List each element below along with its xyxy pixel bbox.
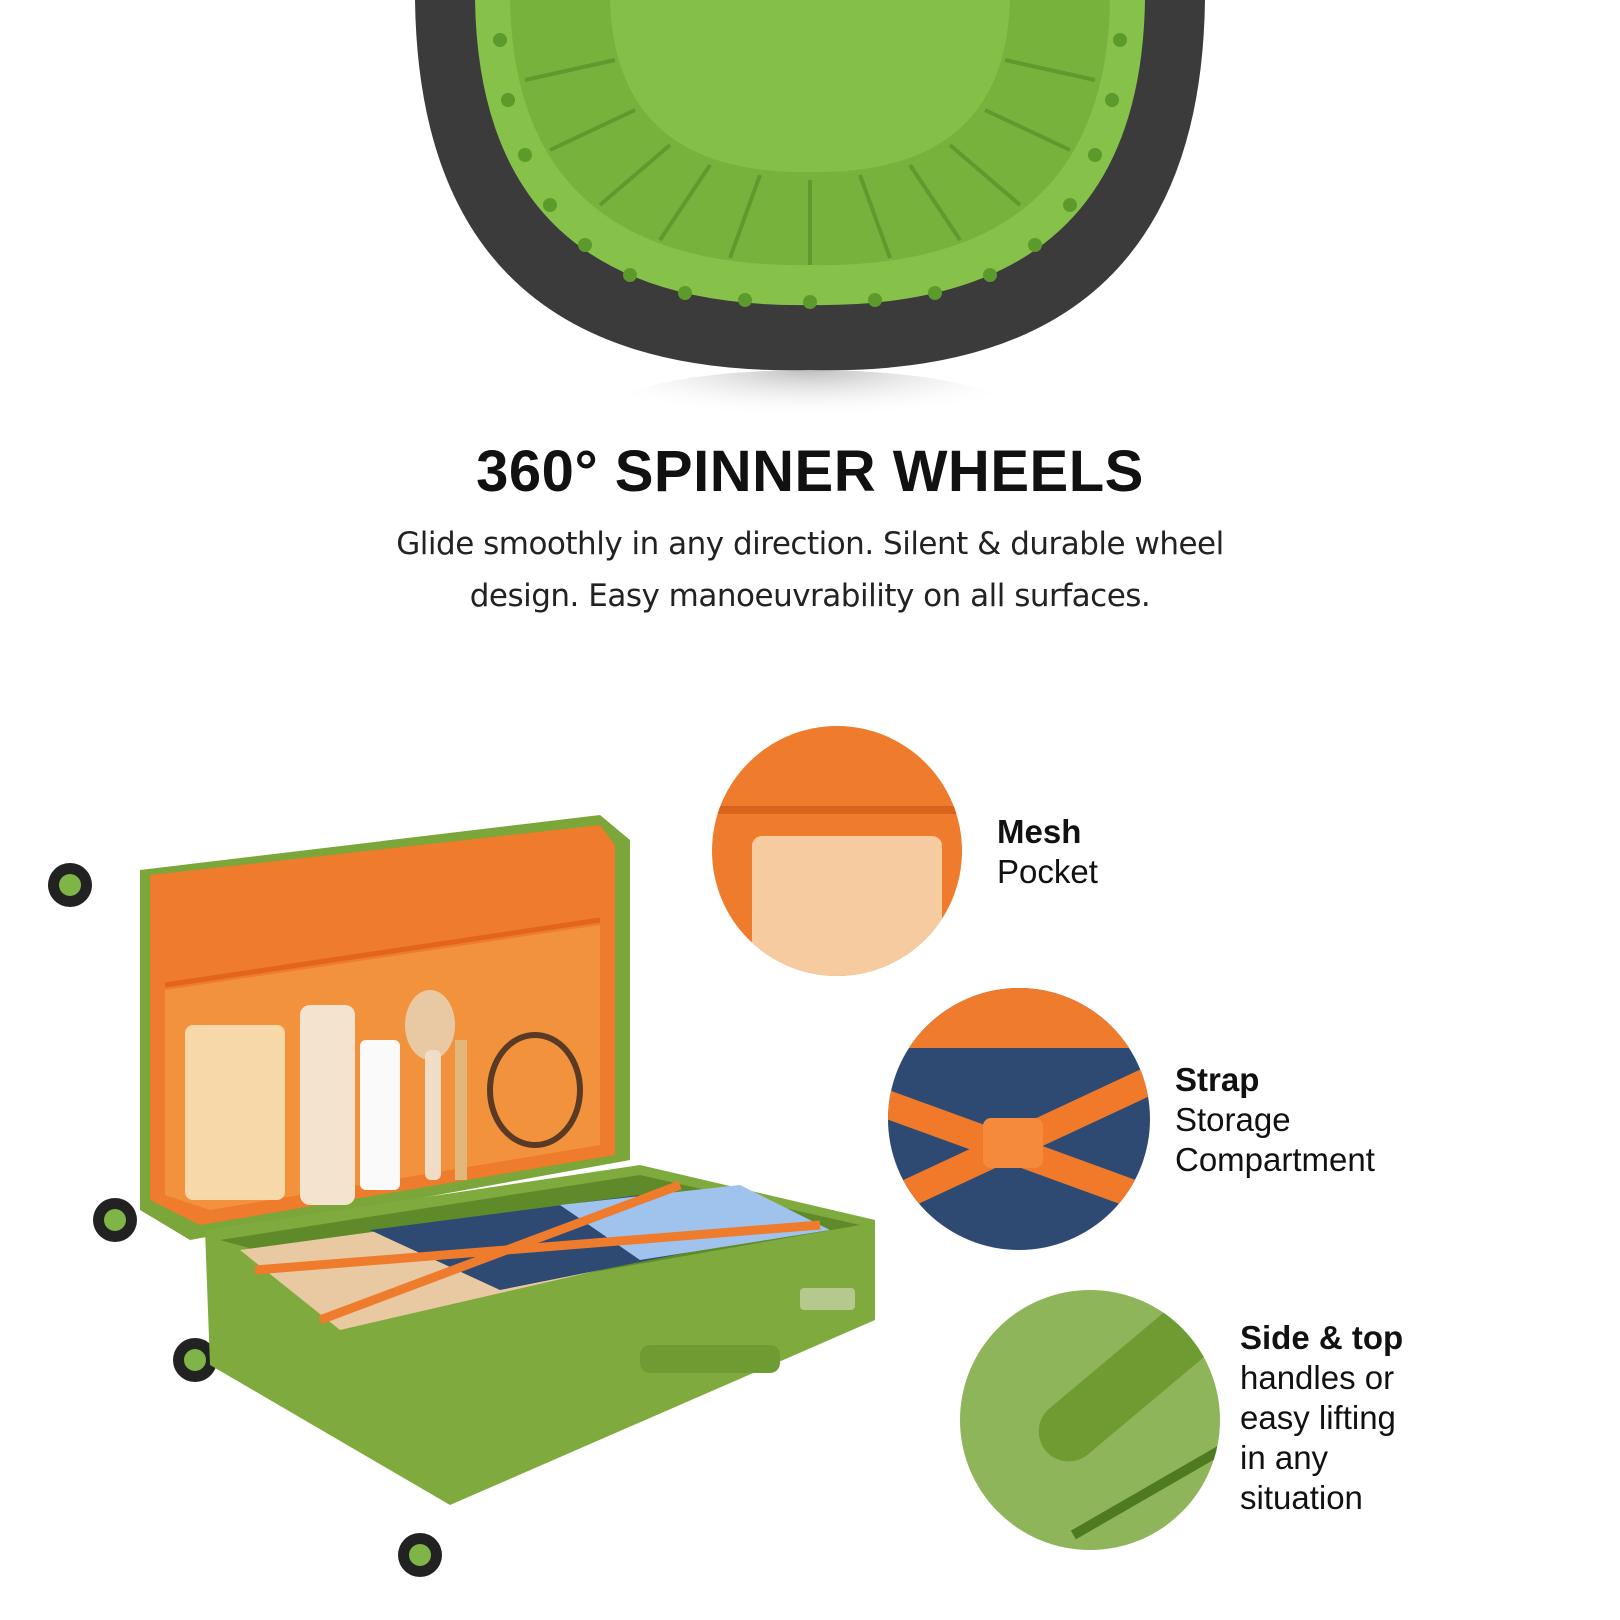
section-subtitle: Glide smoothly in any direction. Silent … [300,518,1320,622]
feature-strap-storage: Strap Storage Compartment [1175,1060,1375,1180]
subtitle-line-2: design. Easy manoeuvrability on all surf… [469,578,1151,614]
feature-desc: handles or [1240,1359,1395,1396]
feature-desc: easy lifting [1240,1399,1396,1436]
open-suitcase-image [48,815,875,1577]
feature-title: Side & top [1240,1319,1404,1356]
feature-desc: Pocket [997,853,1098,890]
mesh-pocket-image [712,726,962,976]
feature-desc: Storage [1175,1101,1291,1138]
feature-mesh-pocket: Mesh Pocket [997,812,1098,892]
feature-title: Mesh [997,813,1082,850]
feature-title: Strap [1175,1061,1260,1098]
feature-desc: in any [1240,1439,1329,1476]
feature-handles: Side & top handles or easy lifting in an… [1240,1318,1403,1518]
handles-image [960,1290,1220,1550]
section-title: 360° SPINNER WHEELS [476,439,1144,504]
feature-desc: situation [1240,1479,1363,1516]
strap-storage-image [888,988,1150,1250]
subtitle-line-1: Glide smoothly in any direction. Silent … [396,526,1224,562]
feature-desc: Compartment [1175,1141,1375,1178]
spinner-wheel-image [415,0,1205,440]
